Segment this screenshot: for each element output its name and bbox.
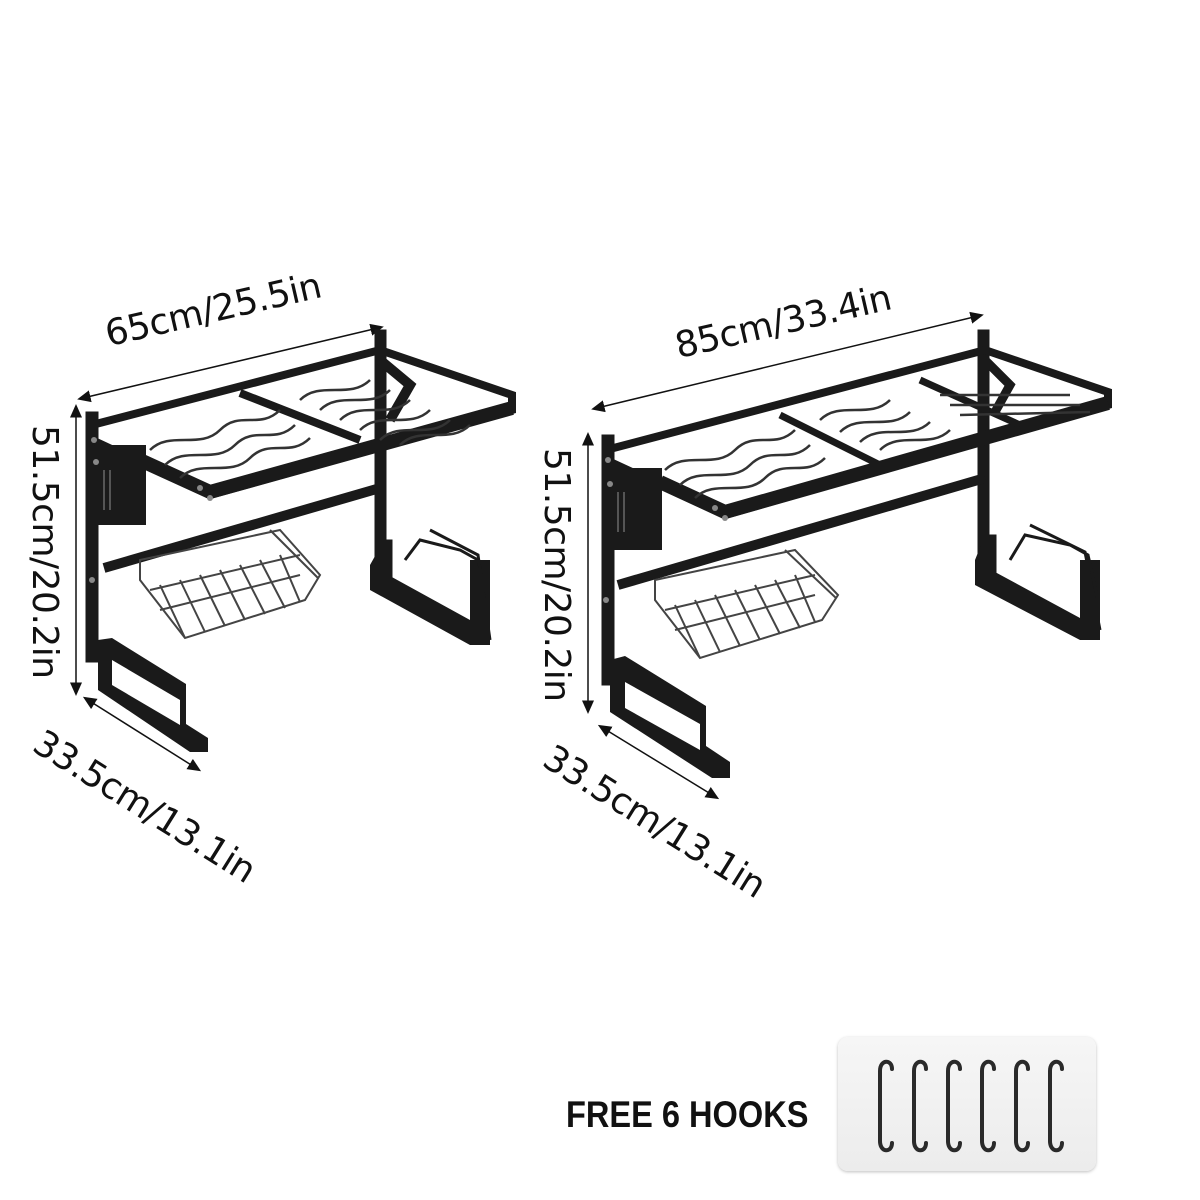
rack-frame: [601, 329, 1112, 778]
hooks-group: [878, 1059, 1064, 1153]
hook-icon: [912, 1059, 928, 1153]
rack-frame: [85, 329, 516, 752]
hook-icon: [1014, 1059, 1030, 1153]
height-label-left: 51.5cm/20.2in: [24, 425, 65, 679]
hook-icon: [946, 1059, 962, 1153]
depth-dimension-line: [597, 724, 720, 800]
hooks-image-card: [838, 1037, 1096, 1171]
hook-icon: [878, 1059, 894, 1153]
length-dimension-line: [591, 311, 984, 413]
hook-icon: [980, 1059, 996, 1153]
length-dimension-line: [77, 323, 384, 403]
depth-dimension-line: [82, 696, 202, 772]
free-hooks-caption: FREE 6 HOOKS: [566, 1094, 809, 1135]
hook-icon: [1048, 1059, 1064, 1153]
height-label-right: 51.5cm/20.2in: [536, 448, 577, 702]
